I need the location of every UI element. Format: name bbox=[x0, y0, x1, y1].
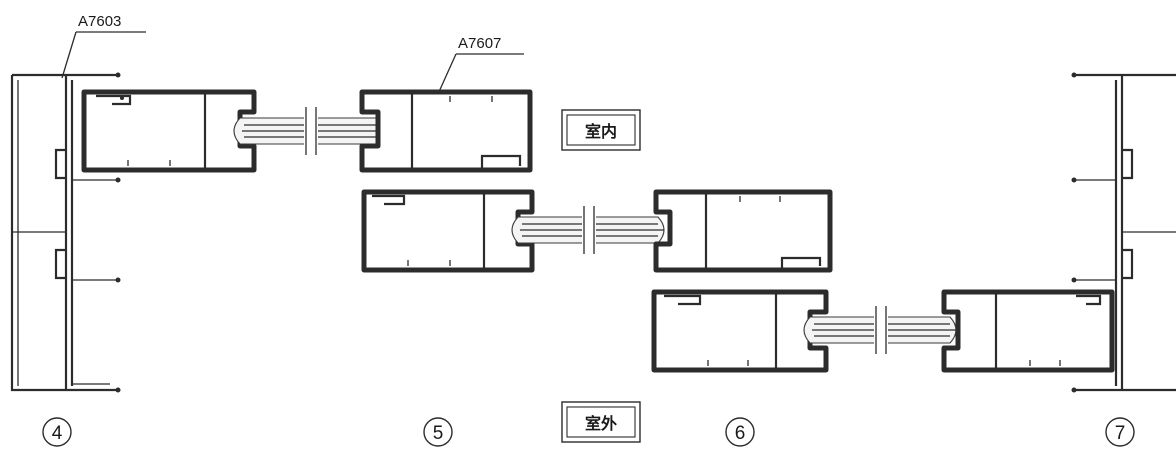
callout-a7603: A7603 bbox=[61, 13, 146, 79]
outdoor-label-box: 室外 bbox=[561, 401, 641, 443]
section-number-5: 5 bbox=[423, 417, 453, 447]
indoor-label-box: 室内 bbox=[561, 109, 641, 151]
sash-profile-row3-right bbox=[941, 289, 1115, 373]
svg-text:7: 7 bbox=[1115, 423, 1126, 444]
indoor-label: 室内 bbox=[585, 122, 617, 141]
part-label-a7603: A7603 bbox=[78, 13, 121, 30]
section-number-4: 4 bbox=[42, 417, 72, 447]
left-frame-profile bbox=[10, 72, 121, 393]
svg-text:4: 4 bbox=[52, 423, 63, 444]
outdoor-label: 室外 bbox=[585, 414, 617, 433]
part-label-a7607: A7607 bbox=[458, 35, 501, 52]
sash-profile-row3-left bbox=[651, 289, 829, 373]
section-number-7: 7 bbox=[1105, 417, 1135, 447]
section-number-6: 6 bbox=[725, 417, 755, 447]
glass-unit-row2 bbox=[511, 205, 665, 255]
svg-text:5: 5 bbox=[433, 423, 444, 444]
sash-profile-row2-left bbox=[361, 189, 535, 273]
sash-profile-row2-right bbox=[653, 189, 833, 273]
sash-profile-row1-left bbox=[81, 89, 257, 173]
callout-a7607: A7607 bbox=[437, 35, 524, 95]
sash-profile-row1-right bbox=[359, 89, 533, 173]
svg-text:6: 6 bbox=[735, 423, 746, 444]
right-frame-profile bbox=[1071, 72, 1176, 393]
